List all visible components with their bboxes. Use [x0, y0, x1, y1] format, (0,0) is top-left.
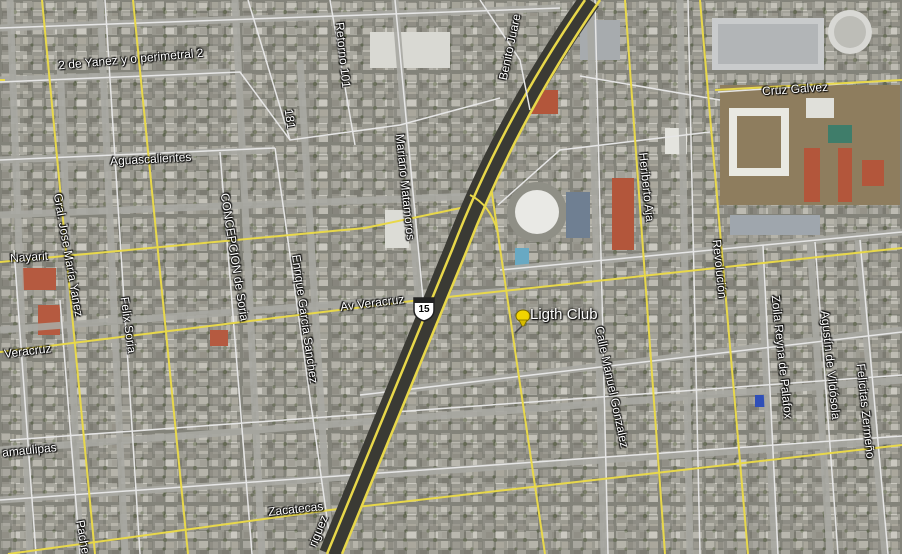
highway-shield-icon: 15: [412, 296, 436, 322]
placemark-label[interactable]: Ligth Club: [530, 306, 598, 323]
yellow-pushpin-icon: [514, 309, 531, 334]
street-label-nayarit: Nayarit: [9, 248, 49, 266]
street-label-181: 181: [281, 108, 299, 130]
shield-shape: [413, 297, 435, 322]
highway-number: 15: [418, 304, 430, 315]
